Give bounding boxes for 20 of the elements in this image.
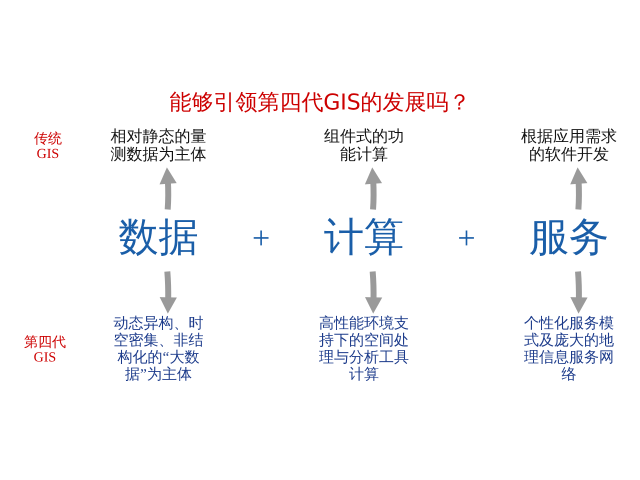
node-text: 组件式的功能计算 [324, 126, 404, 164]
label: 传统GIS [34, 132, 62, 162]
node-text: 服务 [529, 214, 610, 259]
label: 第四代GIS [24, 334, 66, 365]
arrow [160, 166, 177, 210]
node-text: 个性化服务模式及庞大的地理信息服务网络 [524, 316, 614, 383]
label: + [252, 220, 270, 256]
arrow [570, 166, 588, 210]
arrow [364, 166, 382, 210]
node-text: 动态异构、时空密集、非结构化的“大数据”为主体 [114, 316, 204, 383]
node-text: 计算 [324, 214, 404, 259]
node-text: 根据应用需求的软件开发 [521, 126, 618, 164]
arrow [160, 270, 177, 314]
arrow [570, 270, 588, 314]
arrow [365, 270, 382, 314]
diagram-title: 能够引领第四代GIS的发展吗？ [169, 90, 471, 116]
node-text: 相对静态的量测数据为主体 [110, 126, 207, 164]
label: + [458, 220, 476, 256]
node-text: 数据 [118, 214, 199, 259]
node-text: 高性能环境支持下的空间处理与分析工具计算 [318, 316, 409, 383]
